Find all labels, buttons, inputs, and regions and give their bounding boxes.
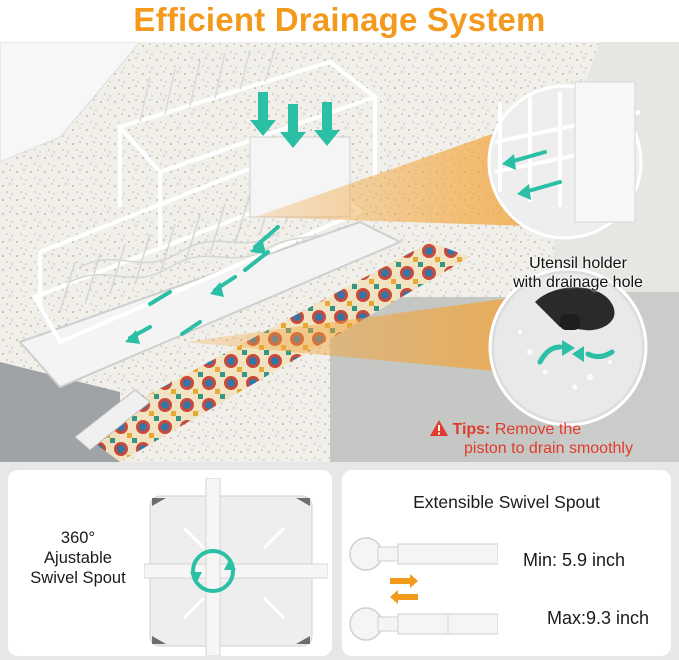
tips-text-line1: Remove the [494,421,582,438]
utensil-callout-line2: with drainage hole [513,274,643,291]
swivel-caption-line1: 360° [60,529,96,547]
tips-note: Tips: Remove the piston to drain smoothl… [430,420,679,458]
warning-icon [430,420,448,436]
min-length-label: Min: 5.9 inch [523,550,626,570]
page-title: Efficient Drainage System [133,1,546,38]
swivel-caption-line2: Ajustable [44,549,112,567]
extensible-spout-title: Extensible Swivel Spout [413,492,600,512]
tips-text-line2: piston to drain smoothly [464,440,633,457]
extensible-spout-card: Extensible Swivel Spout Min: 5.9 inch Ma… [342,470,671,656]
product-photo: Utensil holder with drainage hole [0,42,679,462]
swivel-caption: 360° Ajustable Swivel Spout [14,528,142,588]
utensil-callout-line1: Utensil holder [529,255,627,272]
tips-label: Tips: [452,421,491,438]
utensil-holder-callout: Utensil holder with drainage hole [478,254,678,292]
tray-top-view-illustration [144,478,328,656]
feature-panels: 360° Ajustable Swivel Spout Extensible S… [0,462,679,660]
kitchen-scene-illustration [0,42,679,462]
swivel-spout-card: 360° Ajustable Swivel Spout [8,470,332,656]
max-length-label: Max:9.3 inch [547,608,650,628]
swivel-caption-line3: Swivel Spout [30,569,126,587]
spout-length-illustration [349,537,498,641]
